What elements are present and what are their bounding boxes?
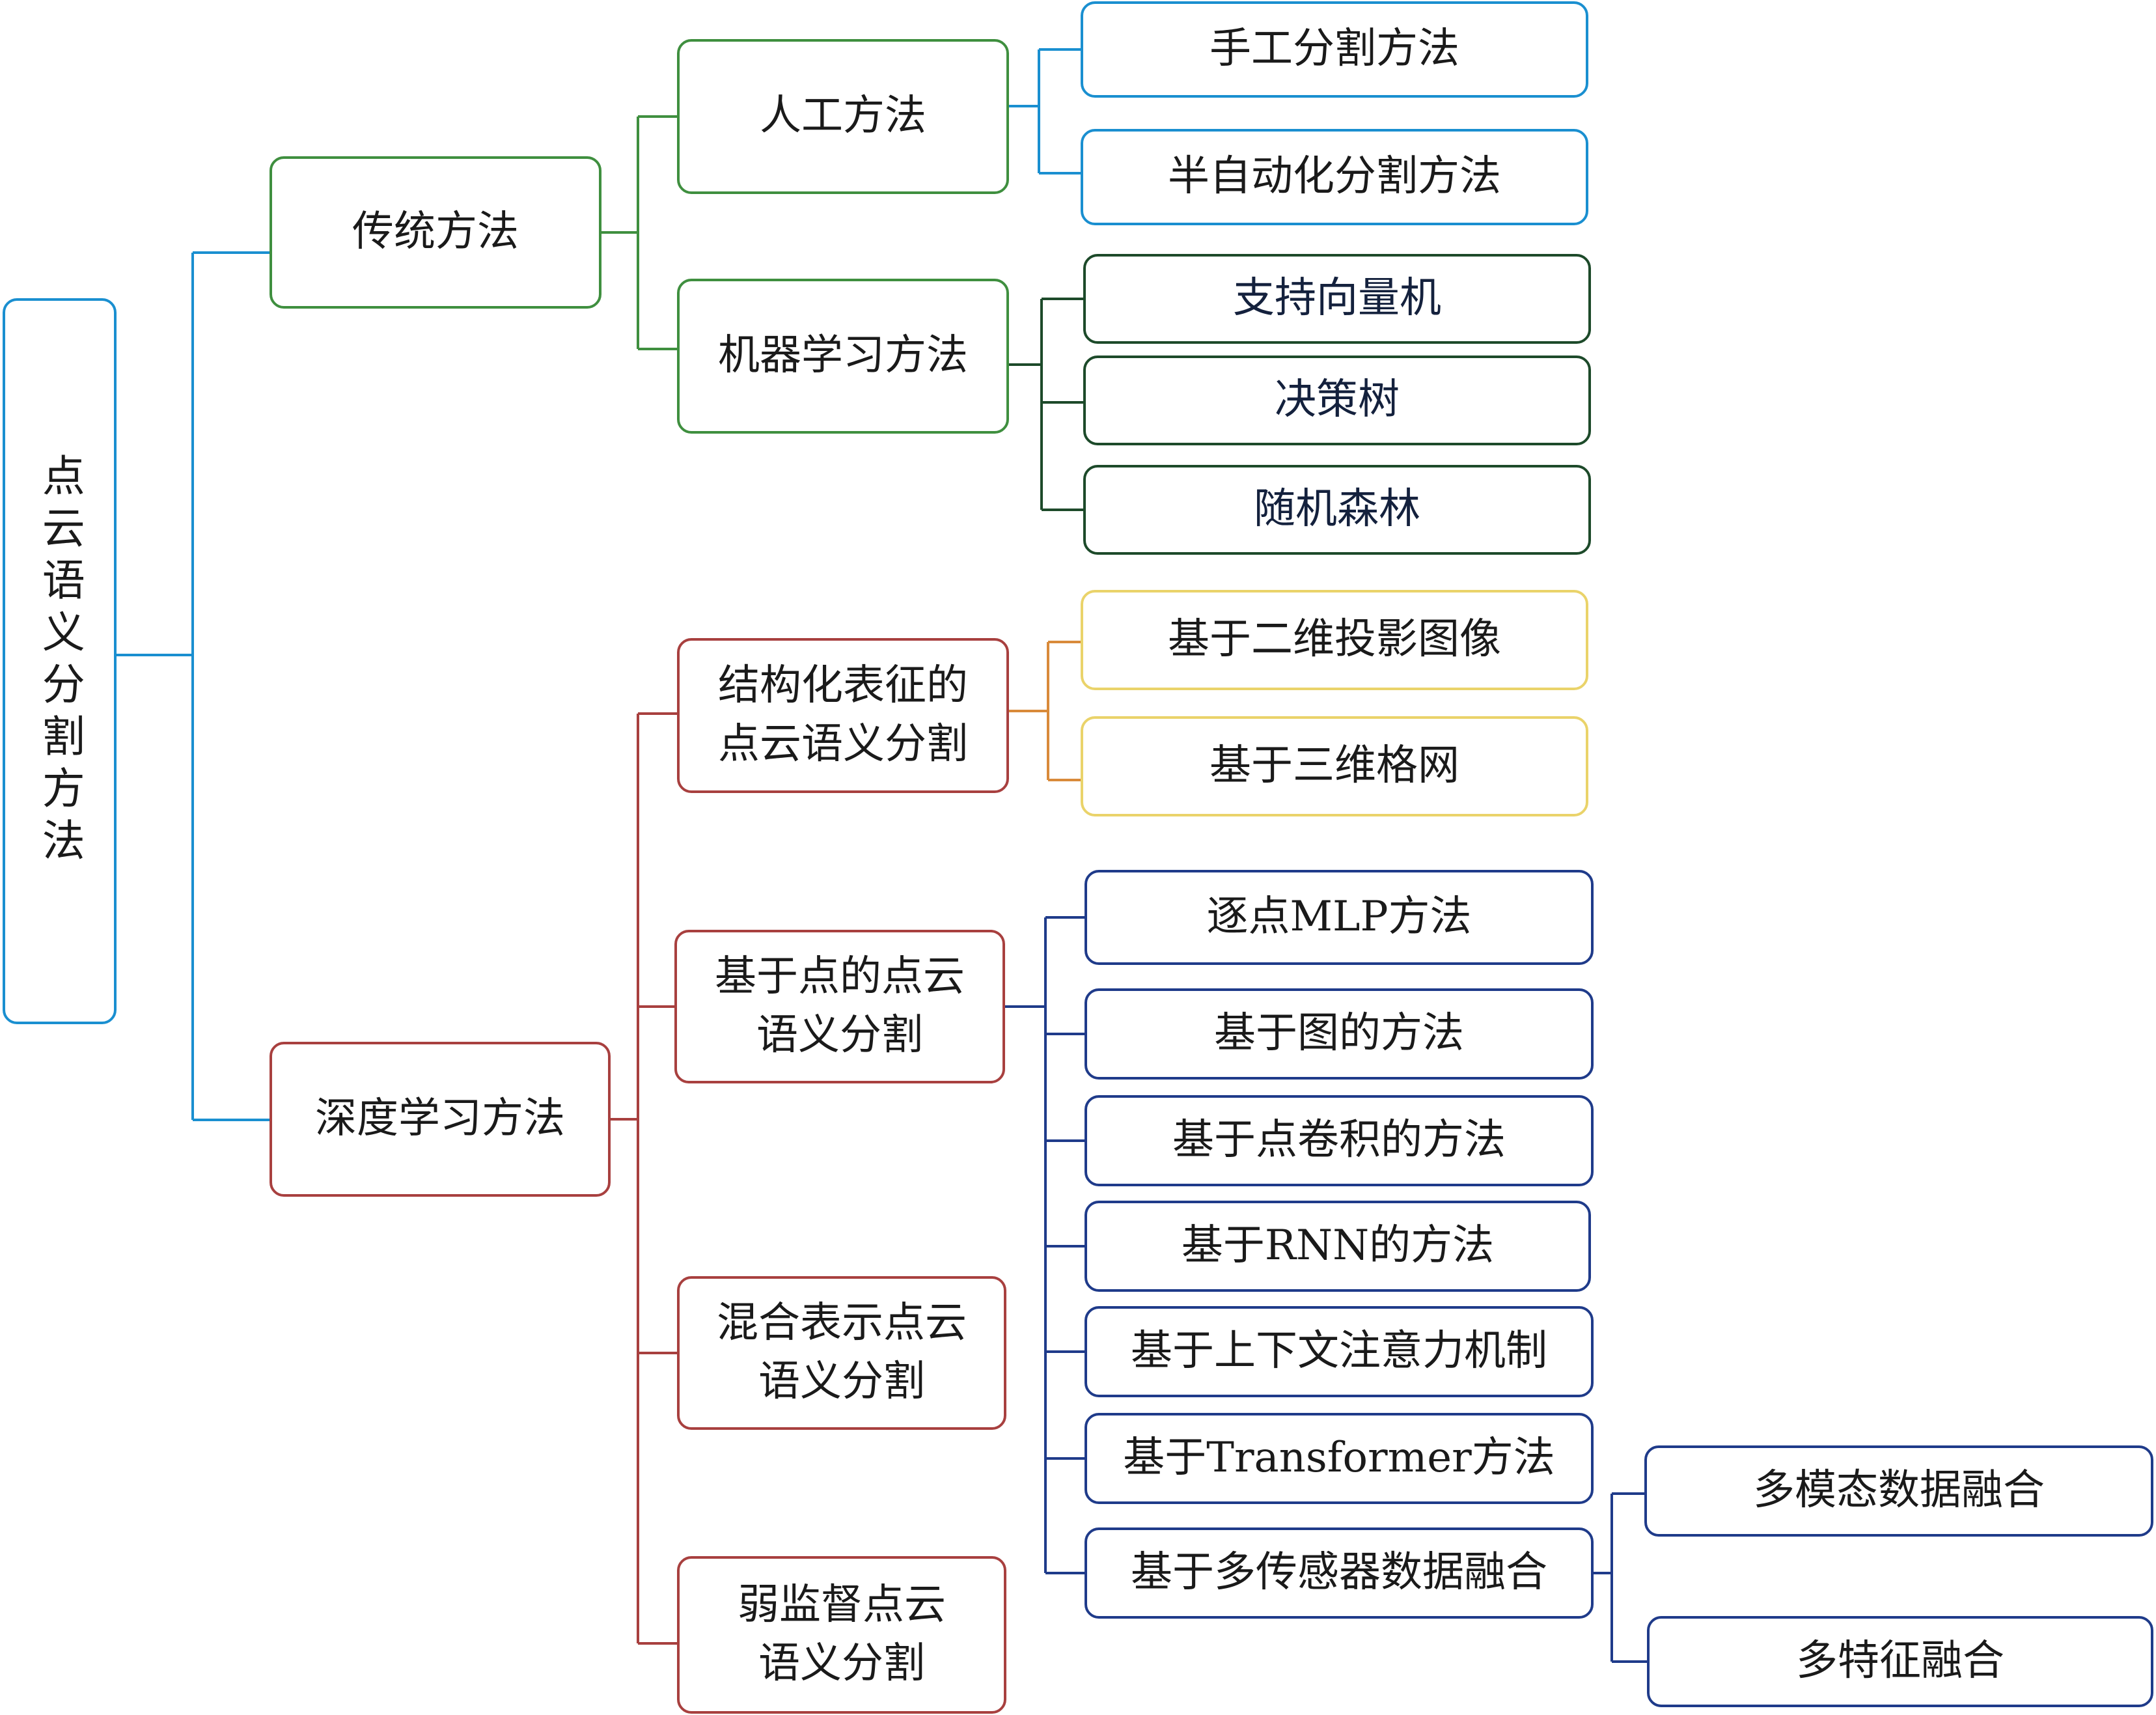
root-connector <box>117 251 270 1121</box>
leaf-multimodal-fusion: 多模态数据融合 <box>1644 1445 2153 1537</box>
structured-connector <box>1009 641 1081 781</box>
manual-connector <box>1009 48 1081 174</box>
ml-connector <box>1009 298 1083 511</box>
traditional-connector <box>601 115 677 350</box>
leaf-svm: 支持向量机 <box>1083 254 1591 344</box>
leaf-random-forest: 随机森林 <box>1083 465 1591 555</box>
root-node: 点云语义分割方法 <box>3 298 117 1024</box>
leaf-3d-grid: 基于三维格网 <box>1081 716 1588 816</box>
leaf-multi-feature-fusion: 多特征融合 <box>1647 1616 2153 1707</box>
ml-node: 机器学习方法 <box>677 279 1009 434</box>
leaf-pointwise-mlp: 逐点MLP方法 <box>1085 870 1594 965</box>
weak-supervision-node: 弱监督点云 语义分割 <box>677 1556 1006 1714</box>
hybrid-node: 混合表示点云 语义分割 <box>677 1276 1006 1430</box>
point-based-node: 基于点的点云 语义分割 <box>674 930 1005 1083</box>
manual-node: 人工方法 <box>677 39 1009 194</box>
leaf-context-attention: 基于上下文注意力机制 <box>1085 1306 1594 1397</box>
leaf-semi-automatic-segmentation: 半自动化分割方法 <box>1081 129 1588 225</box>
leaf-point-convolution: 基于点卷积的方法 <box>1085 1095 1594 1186</box>
leaf-rnn: 基于RNN的方法 <box>1085 1201 1591 1292</box>
deep-connector <box>611 712 677 1645</box>
point-based-connector <box>1005 916 1085 1574</box>
leaf-2d-projection: 基于二维投影图像 <box>1081 590 1588 690</box>
leaf-graph-based: 基于图的方法 <box>1085 988 1594 1080</box>
structured-node: 结构化表征的 点云语义分割 <box>677 638 1009 793</box>
leaf-transformer: 基于Transformer方法 <box>1085 1413 1594 1504</box>
fusion-connector <box>1594 1492 1647 1663</box>
traditional-node: 传统方法 <box>270 156 601 309</box>
deep-learning-node: 深度学习方法 <box>270 1042 611 1197</box>
leaf-manual-segmentation: 手工分割方法 <box>1081 1 1588 98</box>
leaf-decision-tree: 决策树 <box>1083 356 1591 445</box>
leaf-multi-sensor-fusion: 基于多传感器数据融合 <box>1085 1527 1594 1619</box>
